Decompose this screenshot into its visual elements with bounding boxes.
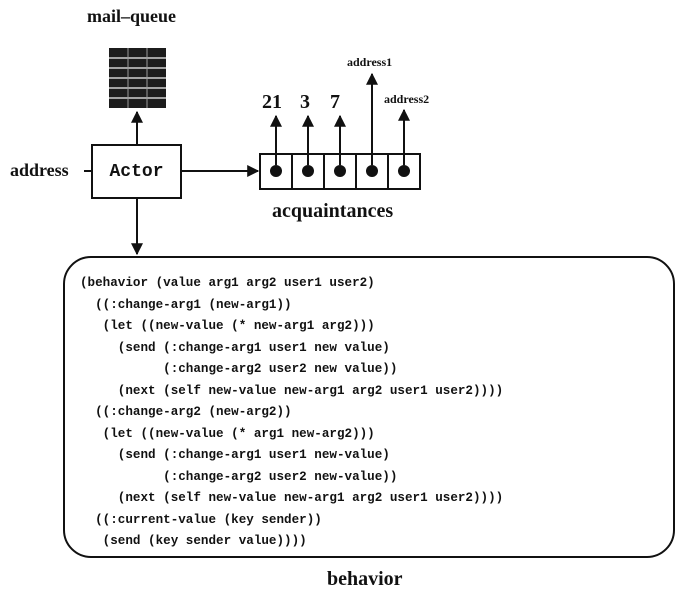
code-line: (let ((new-value (* arg1 new-arg2))) — [80, 426, 375, 441]
code-line: (let ((new-value (* new-arg1 arg2))) — [80, 319, 375, 333]
acquaintance-value-7: 7 — [330, 91, 340, 113]
code-line: (:change-arg2 user2 new value)) — [80, 362, 398, 376]
actor-box: Actor — [91, 144, 182, 199]
behavior-label: behavior — [327, 568, 403, 590]
mail-queue-buffer — [109, 48, 166, 108]
acquaintance-value-3: 3 — [300, 91, 310, 113]
address-label: address — [10, 160, 69, 180]
code-line: (next (self new-value new-arg1 arg2 user… — [80, 383, 504, 398]
acquaintance-value-21: 21 — [262, 91, 282, 113]
code-line: (send (:change-arg1 user1 new value) — [80, 340, 390, 355]
code-line: ((:current-value (key sender)) — [80, 512, 322, 527]
acquaintances-label: acquaintances — [272, 200, 394, 222]
code-line: (behavior (value arg1 arg2 user1 user2) — [80, 276, 375, 290]
code-line: (next (self new-value new-arg1 arg2 user… — [80, 491, 504, 505]
behavior-box — [63, 256, 675, 558]
behavior-code: (behavior (value arg1 arg2 user1 user2) … — [80, 273, 503, 553]
code-line: (send (key sender value)))) — [80, 534, 307, 548]
mail-queue-label: mail–queue — [87, 6, 177, 26]
acquaintance-address2: address2 — [384, 92, 430, 106]
code-line: ((:change-arg2 (new-arg2)) — [80, 405, 292, 419]
code-line: (send (:change-arg1 user1 new-value) — [80, 448, 390, 462]
code-line: (:change-arg2 user2 new-value)) — [80, 469, 398, 484]
acquaintance-address1: address1 — [347, 55, 393, 69]
code-line: ((:change-arg1 (new-arg1)) — [80, 297, 292, 312]
